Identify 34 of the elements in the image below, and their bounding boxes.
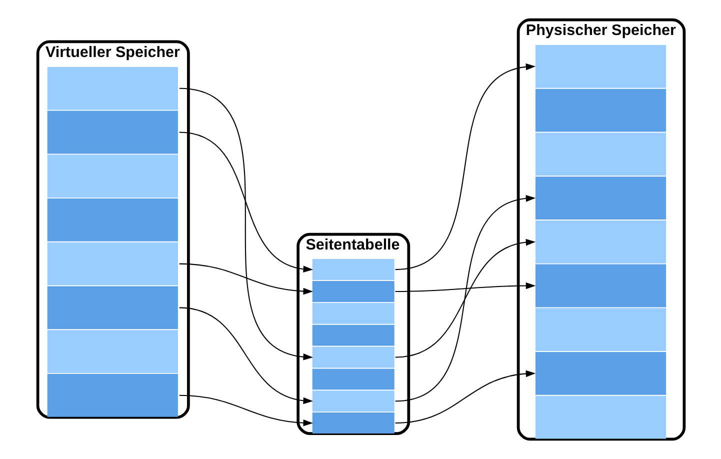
node-bar — [312, 302, 394, 324]
node-bar — [46, 374, 178, 417]
node-bar — [46, 286, 178, 330]
node-bar — [46, 154, 178, 198]
node-bar — [534, 264, 666, 308]
arrow — [178, 263, 313, 295]
node-bar — [534, 308, 666, 352]
node-bar — [46, 242, 178, 286]
node-bar — [312, 390, 394, 412]
node-bar — [534, 396, 666, 439]
arrow — [394, 370, 536, 424]
node-bar — [46, 330, 178, 373]
node-bar — [46, 198, 178, 242]
node-bar — [534, 88, 666, 132]
arrow — [394, 282, 536, 292]
node-bar — [312, 412, 394, 434]
node-bar — [312, 280, 394, 302]
arrow — [394, 63, 536, 270]
arrow — [394, 195, 536, 402]
node-bar — [46, 110, 178, 154]
node-bar — [534, 132, 666, 176]
node-bar — [46, 66, 178, 110]
arrow — [178, 307, 313, 404]
node-bar — [534, 220, 666, 264]
node-bar — [312, 259, 394, 280]
node-bar — [312, 368, 394, 390]
node-bar — [534, 352, 666, 395]
arrow — [178, 394, 313, 426]
node-bar — [312, 346, 394, 368]
node-bar — [534, 45, 666, 88]
arrow — [178, 132, 313, 272]
node-bar — [312, 324, 394, 346]
arrow — [178, 88, 313, 360]
node-bar — [534, 176, 666, 220]
